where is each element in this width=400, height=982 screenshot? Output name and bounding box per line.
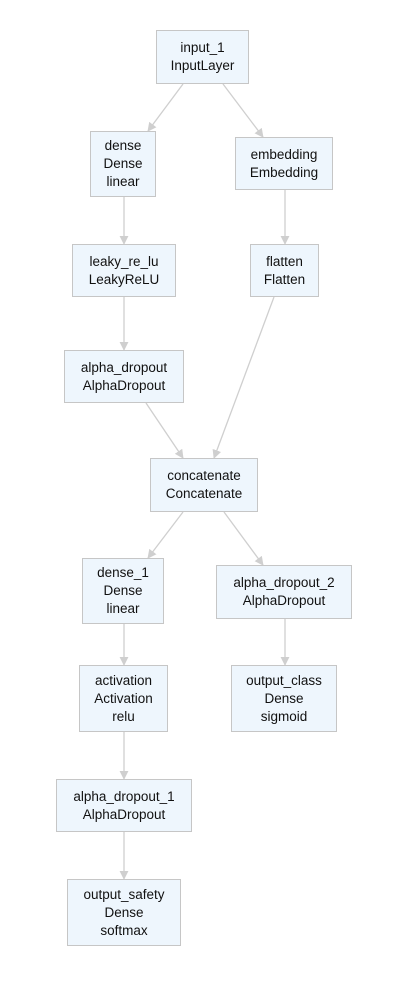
- edge-input-1-to-dense: [147, 83, 184, 132]
- node-type: LeakyReLU: [88, 271, 160, 287]
- node-type: Embedding: [249, 164, 319, 180]
- edge-input-1-to-embedding: [222, 83, 264, 138]
- edge-concatenate-to-dense-1: [147, 511, 184, 559]
- node-output-safety: output_safety Dense softmax: [67, 879, 181, 946]
- node-type: Dense: [264, 690, 304, 706]
- node-type: Activation: [94, 690, 153, 706]
- node-flatten: flatten Flatten: [250, 244, 319, 297]
- node-name: alpha_dropout_1: [73, 788, 175, 804]
- node-alpha-dropout-1: alpha_dropout_1 AlphaDropout: [56, 779, 192, 832]
- node-type: AlphaDropout: [242, 593, 326, 608]
- node-activation: linear: [106, 174, 140, 189]
- node-type: AlphaDropout: [82, 806, 166, 822]
- node-activation: relu: [112, 708, 135, 724]
- node-name: output_safety: [83, 886, 165, 902]
- node-name: activation: [94, 672, 153, 688]
- node-name: dense_1: [97, 565, 149, 580]
- node-type: AlphaDropout: [82, 377, 166, 393]
- node-concatenate: concatenate Concatenate: [150, 458, 258, 512]
- node-input-1: input_1 InputLayer: [156, 30, 249, 84]
- node-output-class: output_class Dense sigmoid: [231, 665, 337, 732]
- node-activation: activation Activation relu: [79, 665, 168, 732]
- node-name: flatten: [266, 253, 303, 269]
- node-type: Dense: [104, 904, 144, 920]
- node-alpha-dropout: alpha_dropout AlphaDropout: [64, 350, 184, 403]
- node-embedding: embedding Embedding: [235, 137, 333, 190]
- node-name: output_class: [246, 672, 322, 688]
- node-name: embedding: [250, 146, 318, 162]
- edge-alpha-dropout-to-concatenate: [145, 402, 184, 459]
- node-type: Flatten: [263, 271, 306, 287]
- node-activation: linear: [106, 601, 140, 616]
- node-type: InputLayer: [170, 58, 235, 73]
- node-dense: dense Dense linear: [90, 131, 156, 197]
- node-type: Concatenate: [165, 486, 243, 501]
- edge-concatenate-to-alpha-dropout-2: [223, 511, 264, 566]
- node-name: dense: [104, 138, 142, 153]
- node-dense-1: dense_1 Dense linear: [82, 558, 164, 624]
- node-name: concatenate: [167, 468, 241, 483]
- node-type: Dense: [103, 583, 143, 598]
- node-leaky-re-lu: leaky_re_lu LeakyReLU: [72, 244, 176, 297]
- node-name: alpha_dropout: [80, 359, 168, 375]
- node-name: input_1: [180, 40, 225, 55]
- node-name: leaky_re_lu: [89, 253, 159, 269]
- node-activation: softmax: [100, 922, 148, 938]
- node-activation: sigmoid: [260, 708, 308, 724]
- node-name: alpha_dropout_2: [233, 575, 335, 590]
- edge-flatten-to-concatenate: [212, 296, 275, 459]
- node-type: Dense: [103, 156, 143, 171]
- node-alpha-dropout-2: alpha_dropout_2 AlphaDropout: [216, 565, 352, 619]
